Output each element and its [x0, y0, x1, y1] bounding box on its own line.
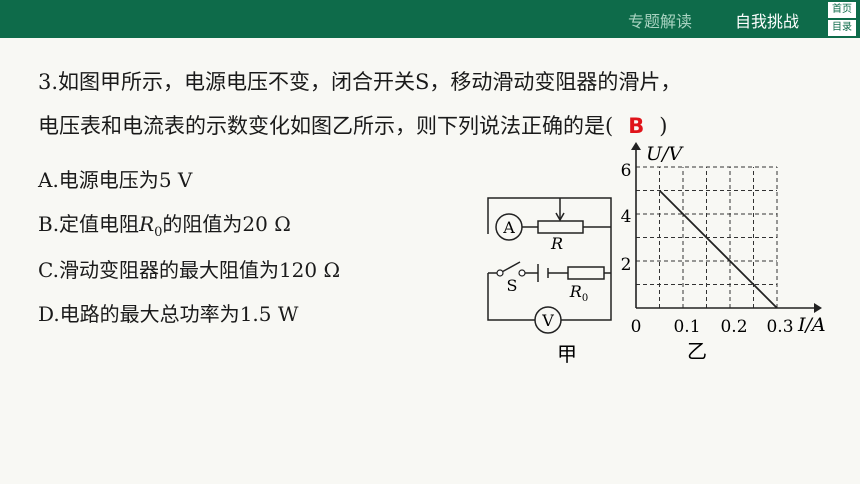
- top-bar: 专题解读 自我挑战 首页 目录: [0, 0, 860, 38]
- home-button[interactable]: 首页: [828, 2, 856, 18]
- option-b-suffix: 的阻值为: [162, 212, 243, 236]
- option-c-value: 120 Ω: [278, 258, 341, 282]
- circuit-wire-top: [487, 197, 612, 321]
- circuit-wire-voltmeter-left: [487, 273, 535, 321]
- option-d-value: 1.5 W: [239, 302, 299, 326]
- rheostat-slider-arrow: [555, 212, 565, 222]
- x-tick-2: 0.2: [720, 317, 747, 337]
- x-tick-3: 0.3: [766, 317, 793, 337]
- rheostat-symbol: [537, 220, 584, 234]
- option-c[interactable]: C.滑动变阻器的最大阻值为120 Ω: [38, 254, 340, 283]
- switch-contact-right: [518, 269, 526, 277]
- question-close-paren: ): [659, 114, 668, 138]
- resistor-r0-letter: R: [569, 282, 582, 301]
- x-tick-1: 0.1: [673, 317, 700, 337]
- option-b-subscript: 0: [154, 225, 163, 240]
- option-a-value: 5 V: [158, 168, 193, 192]
- y-tick-4: 4: [621, 207, 632, 227]
- y-tick-6: 6: [621, 161, 632, 181]
- graph-y-arrow: [631, 142, 641, 150]
- ammeter-label: A: [502, 218, 515, 237]
- option-d-text: D.电路的最大总功率为: [38, 302, 240, 326]
- tab-topic[interactable]: 专题解读: [628, 12, 693, 31]
- option-a[interactable]: A.电源电压为5 V: [38, 164, 192, 193]
- resistor-r0-label: R0: [569, 282, 588, 304]
- toc-button[interactable]: 目录: [828, 20, 856, 36]
- option-b-symbol: R: [139, 212, 155, 236]
- graph-x-arrow: [814, 303, 822, 313]
- voltmeter-symbol: [534, 306, 562, 334]
- switch-label: S: [507, 276, 518, 295]
- switch-contact-left: [496, 269, 504, 277]
- circuit-diagram: A V R S R0 甲: [487, 197, 612, 365]
- option-b-value: 20 Ω: [242, 212, 291, 236]
- graph-x-label: I/A: [797, 314, 826, 336]
- circuit-caption: 甲: [557, 342, 577, 365]
- graph-series-line: [658, 189, 778, 309]
- rheostat-label: R: [550, 234, 563, 253]
- switch-blade: [499, 261, 521, 274]
- graph-y-label: U/V: [646, 143, 684, 165]
- ui-graph: U/V I/A 0 0.1 0.2 0.3 2 4 6 乙: [621, 142, 826, 363]
- option-c-text: C.滑动变阻器的最大阻值为: [38, 258, 279, 282]
- resistor-r0-symbol: [567, 266, 605, 280]
- option-b[interactable]: B.定值电阻R0的阻值为20 Ω: [38, 208, 291, 240]
- graph-caption: 乙: [687, 339, 707, 363]
- answer-mark: B: [628, 114, 645, 138]
- voltmeter-label: V: [541, 311, 554, 330]
- option-b-text: B.定值电阻: [38, 212, 140, 236]
- tab-self-challenge[interactable]: 自我挑战: [735, 12, 800, 31]
- question-line-2: 电压表和电流表的示数变化如图乙所示，则下列说法正确的是( B): [38, 110, 667, 140]
- question-text: 电压表和电流表的示数变化如图乙所示，则下列说法正确的是(: [38, 114, 614, 138]
- option-a-text: A.电源电压为: [38, 168, 159, 192]
- y-tick-2: 2: [621, 255, 632, 275]
- resistor-r0-sub: 0: [582, 293, 588, 304]
- option-d[interactable]: D.电路的最大总功率为1.5 W: [38, 298, 298, 327]
- ammeter-symbol: [495, 213, 523, 241]
- x-tick-0: 0: [631, 317, 642, 337]
- question-line-1: 3.如图甲所示，电源电压不变，闭合开关S，移动滑动变阻器的滑片，: [38, 70, 682, 94]
